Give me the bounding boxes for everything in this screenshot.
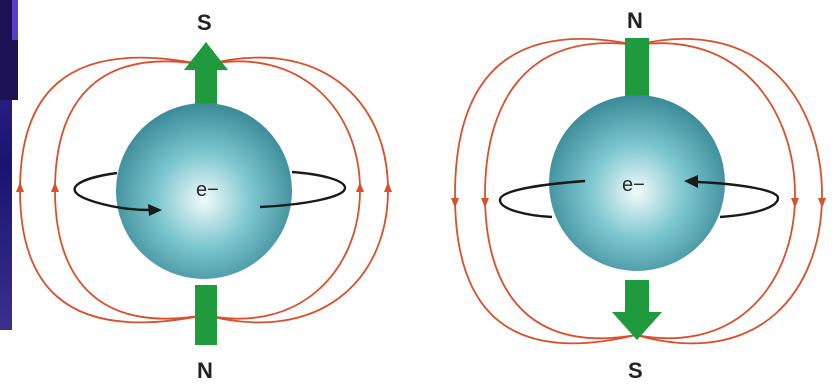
left-electron-label: e− bbox=[196, 179, 219, 201]
right-top-pole-label: N bbox=[627, 8, 643, 33]
background-corner bbox=[0, 0, 18, 330]
left-bottom-pole-label: N bbox=[197, 358, 213, 383]
right-bottom-pole-label: S bbox=[628, 358, 643, 383]
left-diagram: S N e− bbox=[16, 10, 392, 383]
right-electron-label: e− bbox=[622, 174, 645, 196]
left-top-pole-label: S bbox=[197, 10, 212, 35]
right-diagram: N S e− bbox=[451, 8, 826, 383]
